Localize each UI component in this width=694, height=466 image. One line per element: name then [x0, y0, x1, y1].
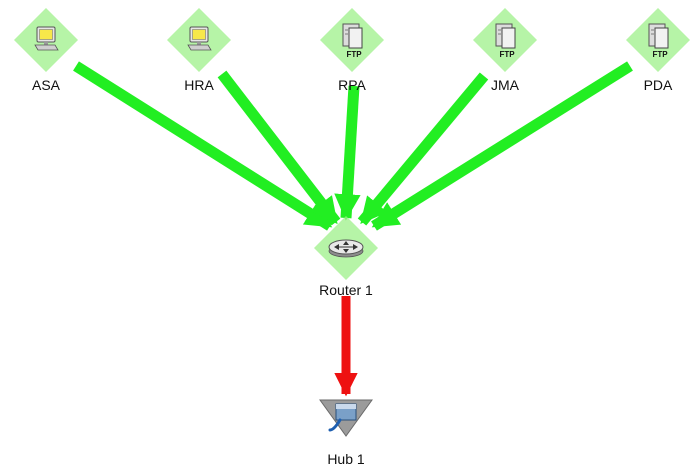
node-jma[interactable]: FTP JMA: [473, 8, 537, 93]
ftp-badge: FTP: [499, 50, 515, 59]
links-layer: [73, 61, 633, 397]
node-label: ASA: [32, 77, 61, 93]
nodes-layer: ASA HRA FTP RPA FTP JMA FTP PDA Router 1 Hub 1: [14, 8, 690, 466]
node-label: JMA: [491, 77, 520, 93]
workstation-icon: [187, 26, 212, 51]
link-asa-to-router1[interactable]: [73, 61, 333, 231]
ftp-badge: FTP: [346, 50, 362, 59]
node-label: PDA: [644, 77, 673, 93]
node-router1[interactable]: Router 1: [314, 216, 378, 298]
node-rpa[interactable]: FTP RPA: [320, 8, 384, 93]
ftp-badge: FTP: [652, 50, 668, 59]
node-label: HRA: [184, 77, 214, 93]
node-label: RPA: [338, 77, 366, 93]
hub-icon: [319, 399, 373, 437]
ftp-server-icon: FTP: [648, 23, 669, 59]
node-pda[interactable]: FTP PDA: [626, 8, 690, 93]
workstation-icon: [34, 26, 59, 51]
node-label: Router 1: [319, 282, 373, 298]
link-jma-to-router1[interactable]: [357, 72, 489, 226]
node-label: Hub 1: [327, 451, 365, 466]
router-icon: [328, 239, 364, 258]
ftp-server-icon: FTP: [342, 23, 363, 59]
link-rpa-to-router1[interactable]: [334, 85, 361, 221]
node-hub1[interactable]: Hub 1: [319, 399, 373, 466]
node-asa[interactable]: ASA: [14, 8, 78, 93]
link-hra-to-router1[interactable]: [217, 70, 341, 226]
link-pda-to-router1[interactable]: [371, 61, 633, 231]
node-hra[interactable]: HRA: [167, 8, 231, 93]
ftp-server-icon: FTP: [495, 23, 516, 59]
